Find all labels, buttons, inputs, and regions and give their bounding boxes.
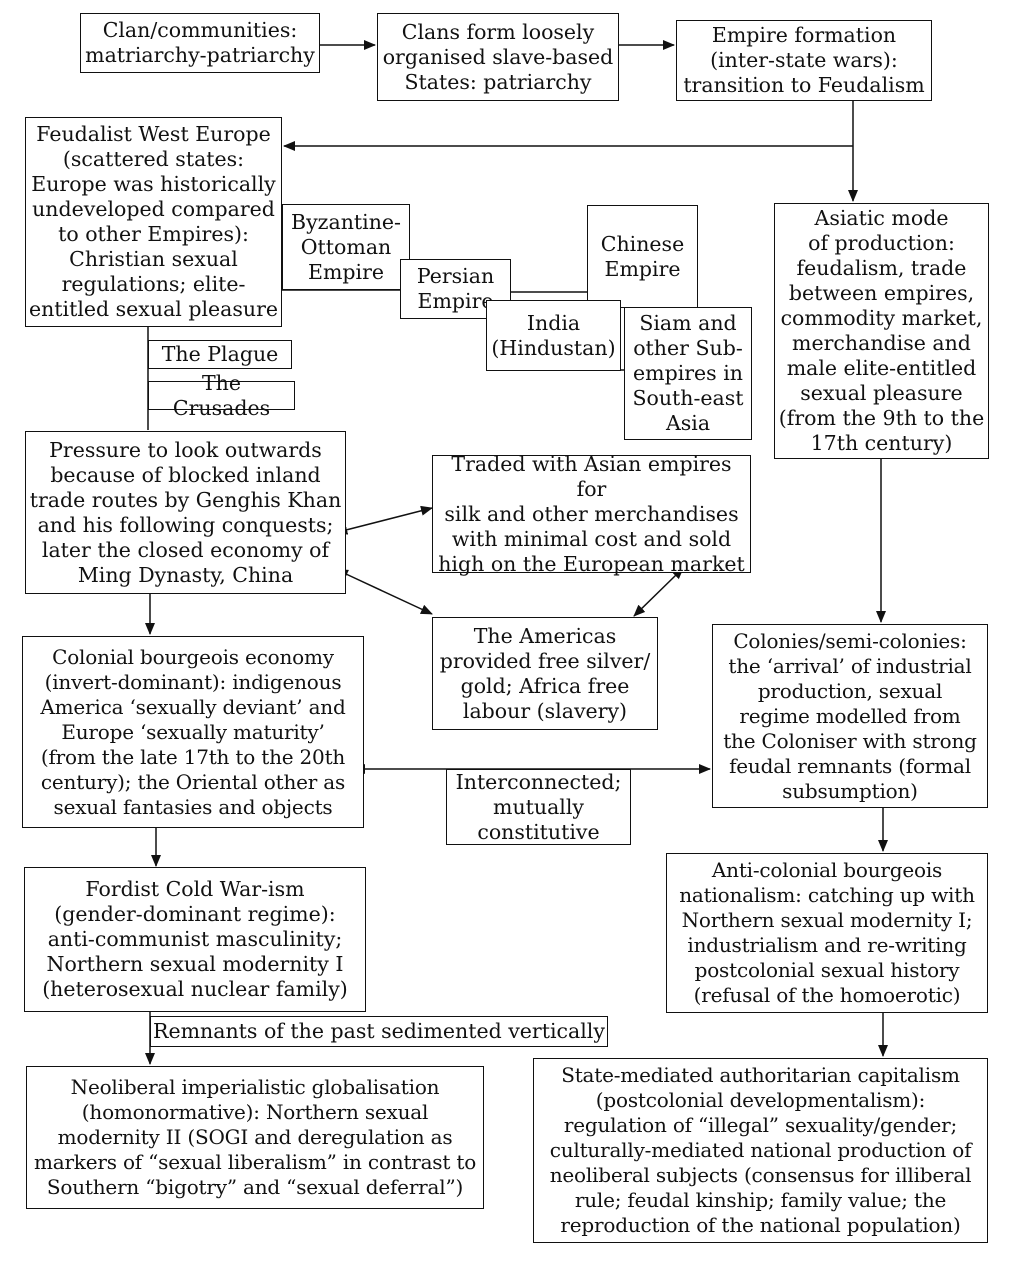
label-the-plague: The Plague: [148, 340, 292, 369]
node-anti-colonial-nationalism: Anti-colonial bourgeois nationalism: cat…: [666, 853, 988, 1013]
node-colonial-bourgeois-economy: Colonial bourgeois economy (invert-domin…: [22, 636, 364, 828]
node-neoliberal-globalisation: Neoliberal imperialistic globalisation (…: [26, 1066, 484, 1209]
node-siam-sub-empires: Siam and other Sub- empires in South-eas…: [624, 307, 752, 440]
node-byzantine-ottoman-empire: Byzantine- Ottoman Empire: [282, 204, 410, 290]
node-asiatic-mode: Asiatic mode of production: feudalism, t…: [774, 203, 989, 459]
label-the-crusades: The Crusades: [148, 371, 295, 420]
label-remnants-of-the-past: Remnants of the past sedimented vertical…: [150, 1016, 608, 1047]
node-chinese-empire: Chinese Empire: [587, 205, 698, 308]
arrow-pressure-americas: [336, 569, 433, 615]
node-colonies-semi-colonies: Colonies/semi-colonies: the ‘arrival’ of…: [712, 624, 988, 808]
arrow-pressure-traded: [335, 505, 433, 535]
node-empire-formation: Empire formation (inter-state wars): tra…: [676, 20, 932, 101]
node-state-mediated-capitalism: State-mediated authoritarian capitalism …: [533, 1058, 988, 1243]
node-india-hindustan: India (Hindustan): [486, 300, 621, 371]
node-americas-africa: The Americas provided free silver/ gold;…: [432, 617, 658, 730]
label-interconnected: Interconnected; mutually constitutive: [446, 769, 631, 845]
node-clan-communities: Clan/communities: matriarchy-patriarchy: [80, 13, 320, 73]
node-traded-asian-empires: Traded with Asian empires for silk and o…: [432, 452, 751, 576]
node-fordist-cold-war: Fordist Cold War-ism (gender-dominant re…: [24, 867, 366, 1012]
arrow-traded-americas: [633, 567, 684, 617]
node-feudalist-west-europe: Feudalist West Europe (scattered states:…: [25, 117, 282, 327]
node-pressure-outwards: Pressure to look outwards because of blo…: [25, 431, 346, 594]
node-clans-form-states: Clans form loosely organised slave-based…: [377, 13, 619, 101]
